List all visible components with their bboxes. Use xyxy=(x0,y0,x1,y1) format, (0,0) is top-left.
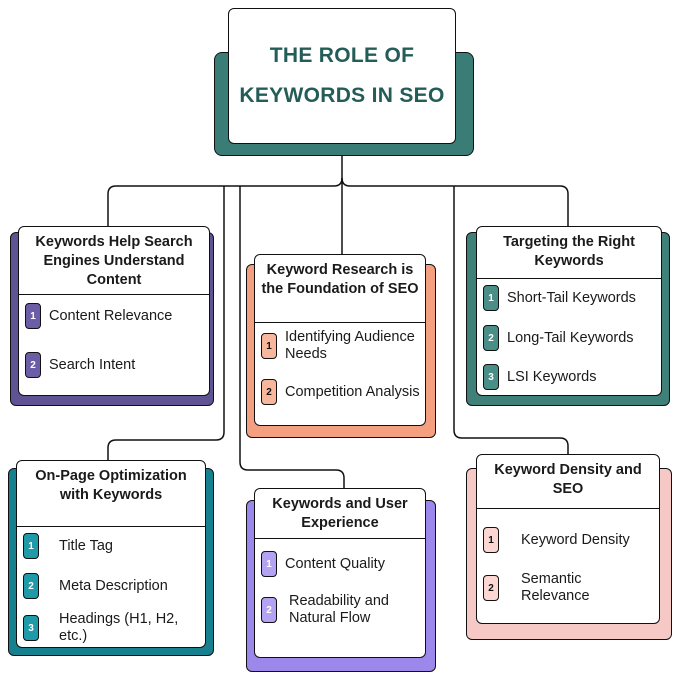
card-ux: Keywords and User Experience 1 Content Q… xyxy=(244,488,436,672)
list-item: 3 LSI Keywords xyxy=(483,364,657,390)
main-title-box: THE ROLE OF KEYWORDS IN SEO xyxy=(228,8,456,144)
number-badge: 2 xyxy=(483,325,499,351)
item-label: Content Quality xyxy=(285,555,385,572)
item-label: Keyword Density xyxy=(521,531,630,548)
main-title-card: THE ROLE OF KEYWORDS IN SEO xyxy=(214,8,474,156)
card-title: Keywords and User Experience xyxy=(255,489,425,539)
card-search-engines: Keywords Help Search Engines Understand … xyxy=(10,226,214,406)
card-box: Keyword Research is the Foundation of SE… xyxy=(254,254,426,426)
list-item: 2 Readability and Natural Flow xyxy=(261,593,421,627)
connector-to-ux xyxy=(239,186,345,488)
list-item: 2 Semantic Relevance xyxy=(483,571,655,605)
number-badge: 1 xyxy=(483,285,499,311)
card-targeting: Targeting the Right Keywords 1 Short-Tai… xyxy=(466,226,670,406)
item-label: Content Relevance xyxy=(49,307,173,324)
list-item: 1 Content Relevance xyxy=(25,303,205,329)
card-title: Keywords Help Search Engines Understand … xyxy=(19,227,209,295)
number-badge: 2 xyxy=(261,379,277,405)
item-label: Title Tag xyxy=(59,537,113,554)
card-box: Keywords Help Search Engines Understand … xyxy=(18,226,210,396)
list-item: 1 Identifying Audience Needs xyxy=(261,329,421,363)
item-label: Long-Tail Keywords xyxy=(507,329,634,346)
card-box: Keyword Density and SEO 1 Keyword Densit… xyxy=(476,454,660,624)
number-badge: 1 xyxy=(25,303,41,329)
number-badge: 2 xyxy=(23,573,39,599)
connector-to-search-engines xyxy=(107,177,343,226)
list-item: 3 Headings (H1, H2, etc.) xyxy=(23,611,201,645)
list-item: 2 Search Intent xyxy=(25,352,205,378)
card-density: Keyword Density and SEO 1 Keyword Densit… xyxy=(466,454,672,640)
main-title: THE ROLE OF KEYWORDS IN SEO xyxy=(239,36,444,116)
card-box: Keywords and User Experience 1 Content Q… xyxy=(254,488,426,658)
main-title-line-2: KEYWORDS IN SEO xyxy=(239,84,445,107)
item-label: LSI Keywords xyxy=(507,368,597,385)
number-badge: 1 xyxy=(23,533,39,559)
item-label: Readability and Natural Flow xyxy=(289,593,389,626)
item-label: Identifying Audience Needs xyxy=(285,329,415,362)
item-label: Semantic Relevance xyxy=(521,571,590,604)
card-title: Targeting the Right Keywords xyxy=(477,227,661,279)
connector-to-targeting xyxy=(341,177,569,226)
number-badge: 2 xyxy=(483,575,499,601)
card-onpage: On-Page Optimization with Keywords 1 Tit… xyxy=(8,460,214,656)
item-label: Short-Tail Keywords xyxy=(507,289,636,306)
number-badge: 3 xyxy=(483,364,499,390)
card-box: On-Page Optimization with Keywords 1 Tit… xyxy=(16,460,206,648)
number-badge: 1 xyxy=(261,551,277,577)
item-label: Search Intent xyxy=(49,356,136,373)
connector-to-onpage xyxy=(107,186,225,460)
item-label: Meta Description xyxy=(59,577,168,594)
list-item: 2 Competition Analysis xyxy=(261,379,421,405)
list-item: 2 Long-Tail Keywords xyxy=(483,325,657,351)
card-box: Targeting the Right Keywords 1 Short-Tai… xyxy=(476,226,662,396)
card-title: Keyword Density and SEO xyxy=(477,455,659,509)
card-research: Keyword Research is the Foundation of SE… xyxy=(244,254,436,438)
list-item: 1 Keyword Density xyxy=(483,527,655,553)
list-item: 2 Meta Description xyxy=(23,573,201,599)
number-badge: 2 xyxy=(25,352,41,378)
item-label: Headings (H1, H2, etc.) xyxy=(59,611,179,644)
item-label: Competition Analysis xyxy=(285,383,420,400)
list-item: 1 Content Quality xyxy=(261,551,421,577)
number-badge: 1 xyxy=(261,333,277,359)
number-badge: 3 xyxy=(23,615,39,641)
card-title: On-Page Optimization with Keywords xyxy=(17,461,205,527)
connector-to-density xyxy=(453,186,569,454)
number-badge: 1 xyxy=(483,527,499,553)
main-title-line-1: THE ROLE OF xyxy=(269,44,415,67)
list-item: 1 Short-Tail Keywords xyxy=(483,285,657,311)
card-title: Keyword Research is the Foundation of SE… xyxy=(255,255,425,323)
list-item: 1 Title Tag xyxy=(23,533,201,559)
number-badge: 2 xyxy=(261,597,277,623)
